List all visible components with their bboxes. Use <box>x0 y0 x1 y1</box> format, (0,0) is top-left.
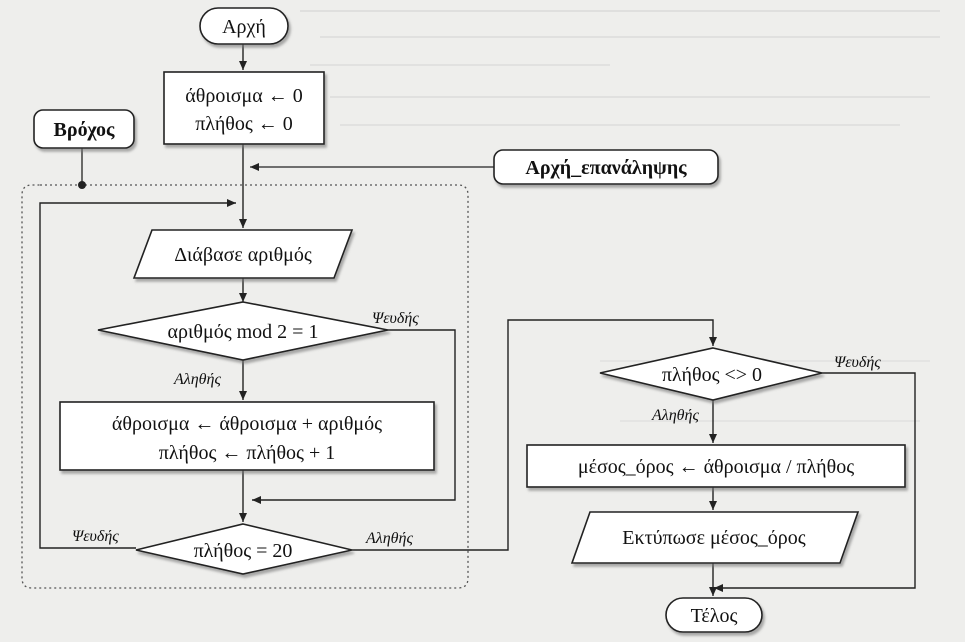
average-process: μέσος_όρος ← άθροισμα / πλήθος <box>526 444 906 488</box>
start-terminal: Αρχή <box>199 7 289 45</box>
start-label: Αρχή <box>222 16 266 38</box>
odd-decision-label: αριθμός mod 2 = 1 <box>168 321 319 343</box>
odd-false-label: Ψευδής <box>372 310 419 327</box>
read-input: Διάβασε αριθμός <box>132 229 354 279</box>
init-line-2: πλήθος ← 0 <box>195 113 293 135</box>
loop-start-callout-label: Αρχή_επανάληψης <box>525 157 687 179</box>
edge-labels: Ψευδής Αληθής Ψευδής Αληθής Ψευδής Αληθή… <box>72 310 881 547</box>
init-line-1: άθροισμα ← 0 <box>185 85 302 107</box>
nonzero-decision: πλήθος <> 0 <box>599 347 823 401</box>
loop-callout-label: Βρόχος <box>54 119 115 141</box>
end-label: Τέλος <box>691 605 738 627</box>
loop-start-callout: Αρχή_επανάληψης <box>250 149 719 185</box>
count-decision: πλήθος = 20 <box>135 523 353 575</box>
print-output: Εκτύπωσε μέσος_όρος <box>570 511 860 564</box>
update-process: άθροισμα ← άθροισμα + αριθμός πλήθος ← π… <box>59 401 435 471</box>
odd-decision: αριθμός mod 2 = 1 <box>97 301 389 361</box>
update-line-2: πλήθος ← πλήθος + 1 <box>159 442 335 464</box>
read-label: Διάβασε αριθμός <box>174 244 312 266</box>
nonzero-decision-label: πλήθος <> 0 <box>662 364 762 386</box>
edges <box>39 44 916 596</box>
loop-region-boundary <box>21 184 469 589</box>
update-line-1: άθροισμα ← άθροισμα + αριθμός <box>112 413 382 435</box>
count-false-label: Ψευδής <box>72 528 119 545</box>
odd-true-label: Αληθής <box>173 371 221 388</box>
end-terminal: Τέλος <box>665 597 763 633</box>
nonzero-false-label: Ψευδής <box>834 354 881 371</box>
loop-callout: Βρόχος <box>33 109 135 189</box>
init-process: άθροισμα ← 0 πλήθος ← 0 <box>163 71 325 145</box>
print-label: Εκτύπωσε μέσος_όρος <box>622 527 805 549</box>
count-decision-label: πλήθος = 20 <box>194 540 293 562</box>
nonzero-true-label: Αληθής <box>651 407 699 424</box>
average-label: μέσος_όρος ← άθροισμα / πλήθος <box>578 456 854 478</box>
count-true-label: Αληθής <box>365 530 413 547</box>
